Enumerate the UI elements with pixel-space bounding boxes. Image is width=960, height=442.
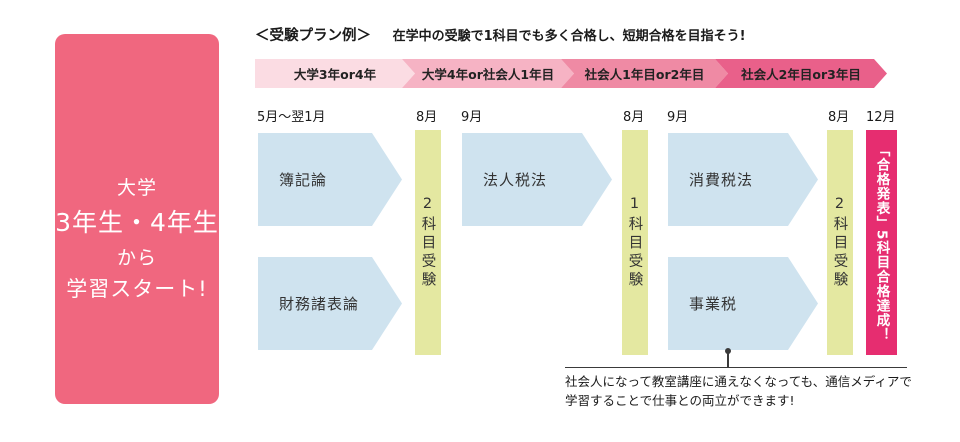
start-panel-line-3: から: [116, 246, 157, 269]
timeline-ribbon: 大学3年or4年 大学4年or社会人1年目 社会人1年目or2年目 社会人2年目…: [255, 59, 887, 88]
plan-example-label: ＜受験プラン例＞: [255, 28, 371, 44]
subject-arrow-bokiron: 簿記論: [258, 133, 402, 226]
month-label-dec: 12月: [866, 110, 896, 125]
subject-arrow-zaimushohyoron: 財務諸表論: [258, 257, 402, 350]
plan-slogan: 在学中の受験で1科目でも多く合格し、短期合格を目指そう!: [392, 29, 746, 44]
header: ＜受験プラン例＞ 在学中の受験で1科目でも多く合格し、短期合格を目指そう!: [255, 24, 746, 45]
month-label-sep-1: 9月: [461, 110, 483, 125]
exam-bar-1-subject: 1科目受験: [622, 130, 648, 355]
note-rule-line: [565, 367, 907, 368]
month-label-aug-2: 8月: [623, 110, 645, 125]
start-panel-line-2: 3年生・4年生: [55, 208, 219, 238]
start-panel: 大学 3年生・4年生 から 学習スタート!: [55, 34, 219, 404]
start-panel-line-1: 大学: [116, 177, 157, 200]
note-pointer-tick: [727, 352, 729, 368]
timeline-segment-4: 社会人2年目or3年目: [715, 59, 887, 88]
timeline-segment-3: 社会人1年目or2年目: [561, 59, 728, 88]
note-pointer-dot: [725, 348, 731, 354]
month-label-aug-1: 8月: [416, 110, 438, 125]
goal-announcement-bar: 「合格発表」5科目合格達成！: [866, 130, 897, 355]
subject-arrow-jigyozei: 事業税: [668, 257, 818, 350]
timeline-segment-1: 大学3年or4年: [255, 59, 415, 88]
note-text-line-2: 学習することで仕事との両立ができます!: [565, 392, 795, 408]
note-text-line-1: 社会人になって教室講座に通えなくなっても、通信メディアで: [565, 374, 912, 389]
month-label-sep-2: 9月: [667, 110, 689, 125]
subject-arrow-hojinzeiho: 法人税法: [462, 133, 612, 226]
start-panel-line-4: 学習スタート!: [66, 277, 208, 302]
exam-bar-2-subjects-2: 2科目受験: [827, 130, 853, 355]
note-text: 社会人になって教室講座に通えなくなっても、通信メディアで 学習することで仕事との…: [565, 373, 912, 411]
month-label-may-jan: 5月〜翌1月: [257, 110, 326, 125]
exam-bar-2-subjects-1: 2科目受験: [415, 130, 441, 355]
subject-arrow-shohizeiho: 消費税法: [668, 133, 818, 226]
timeline-segment-2: 大学4年or社会人1年目: [402, 59, 574, 88]
month-label-aug-3: 8月: [828, 110, 850, 125]
